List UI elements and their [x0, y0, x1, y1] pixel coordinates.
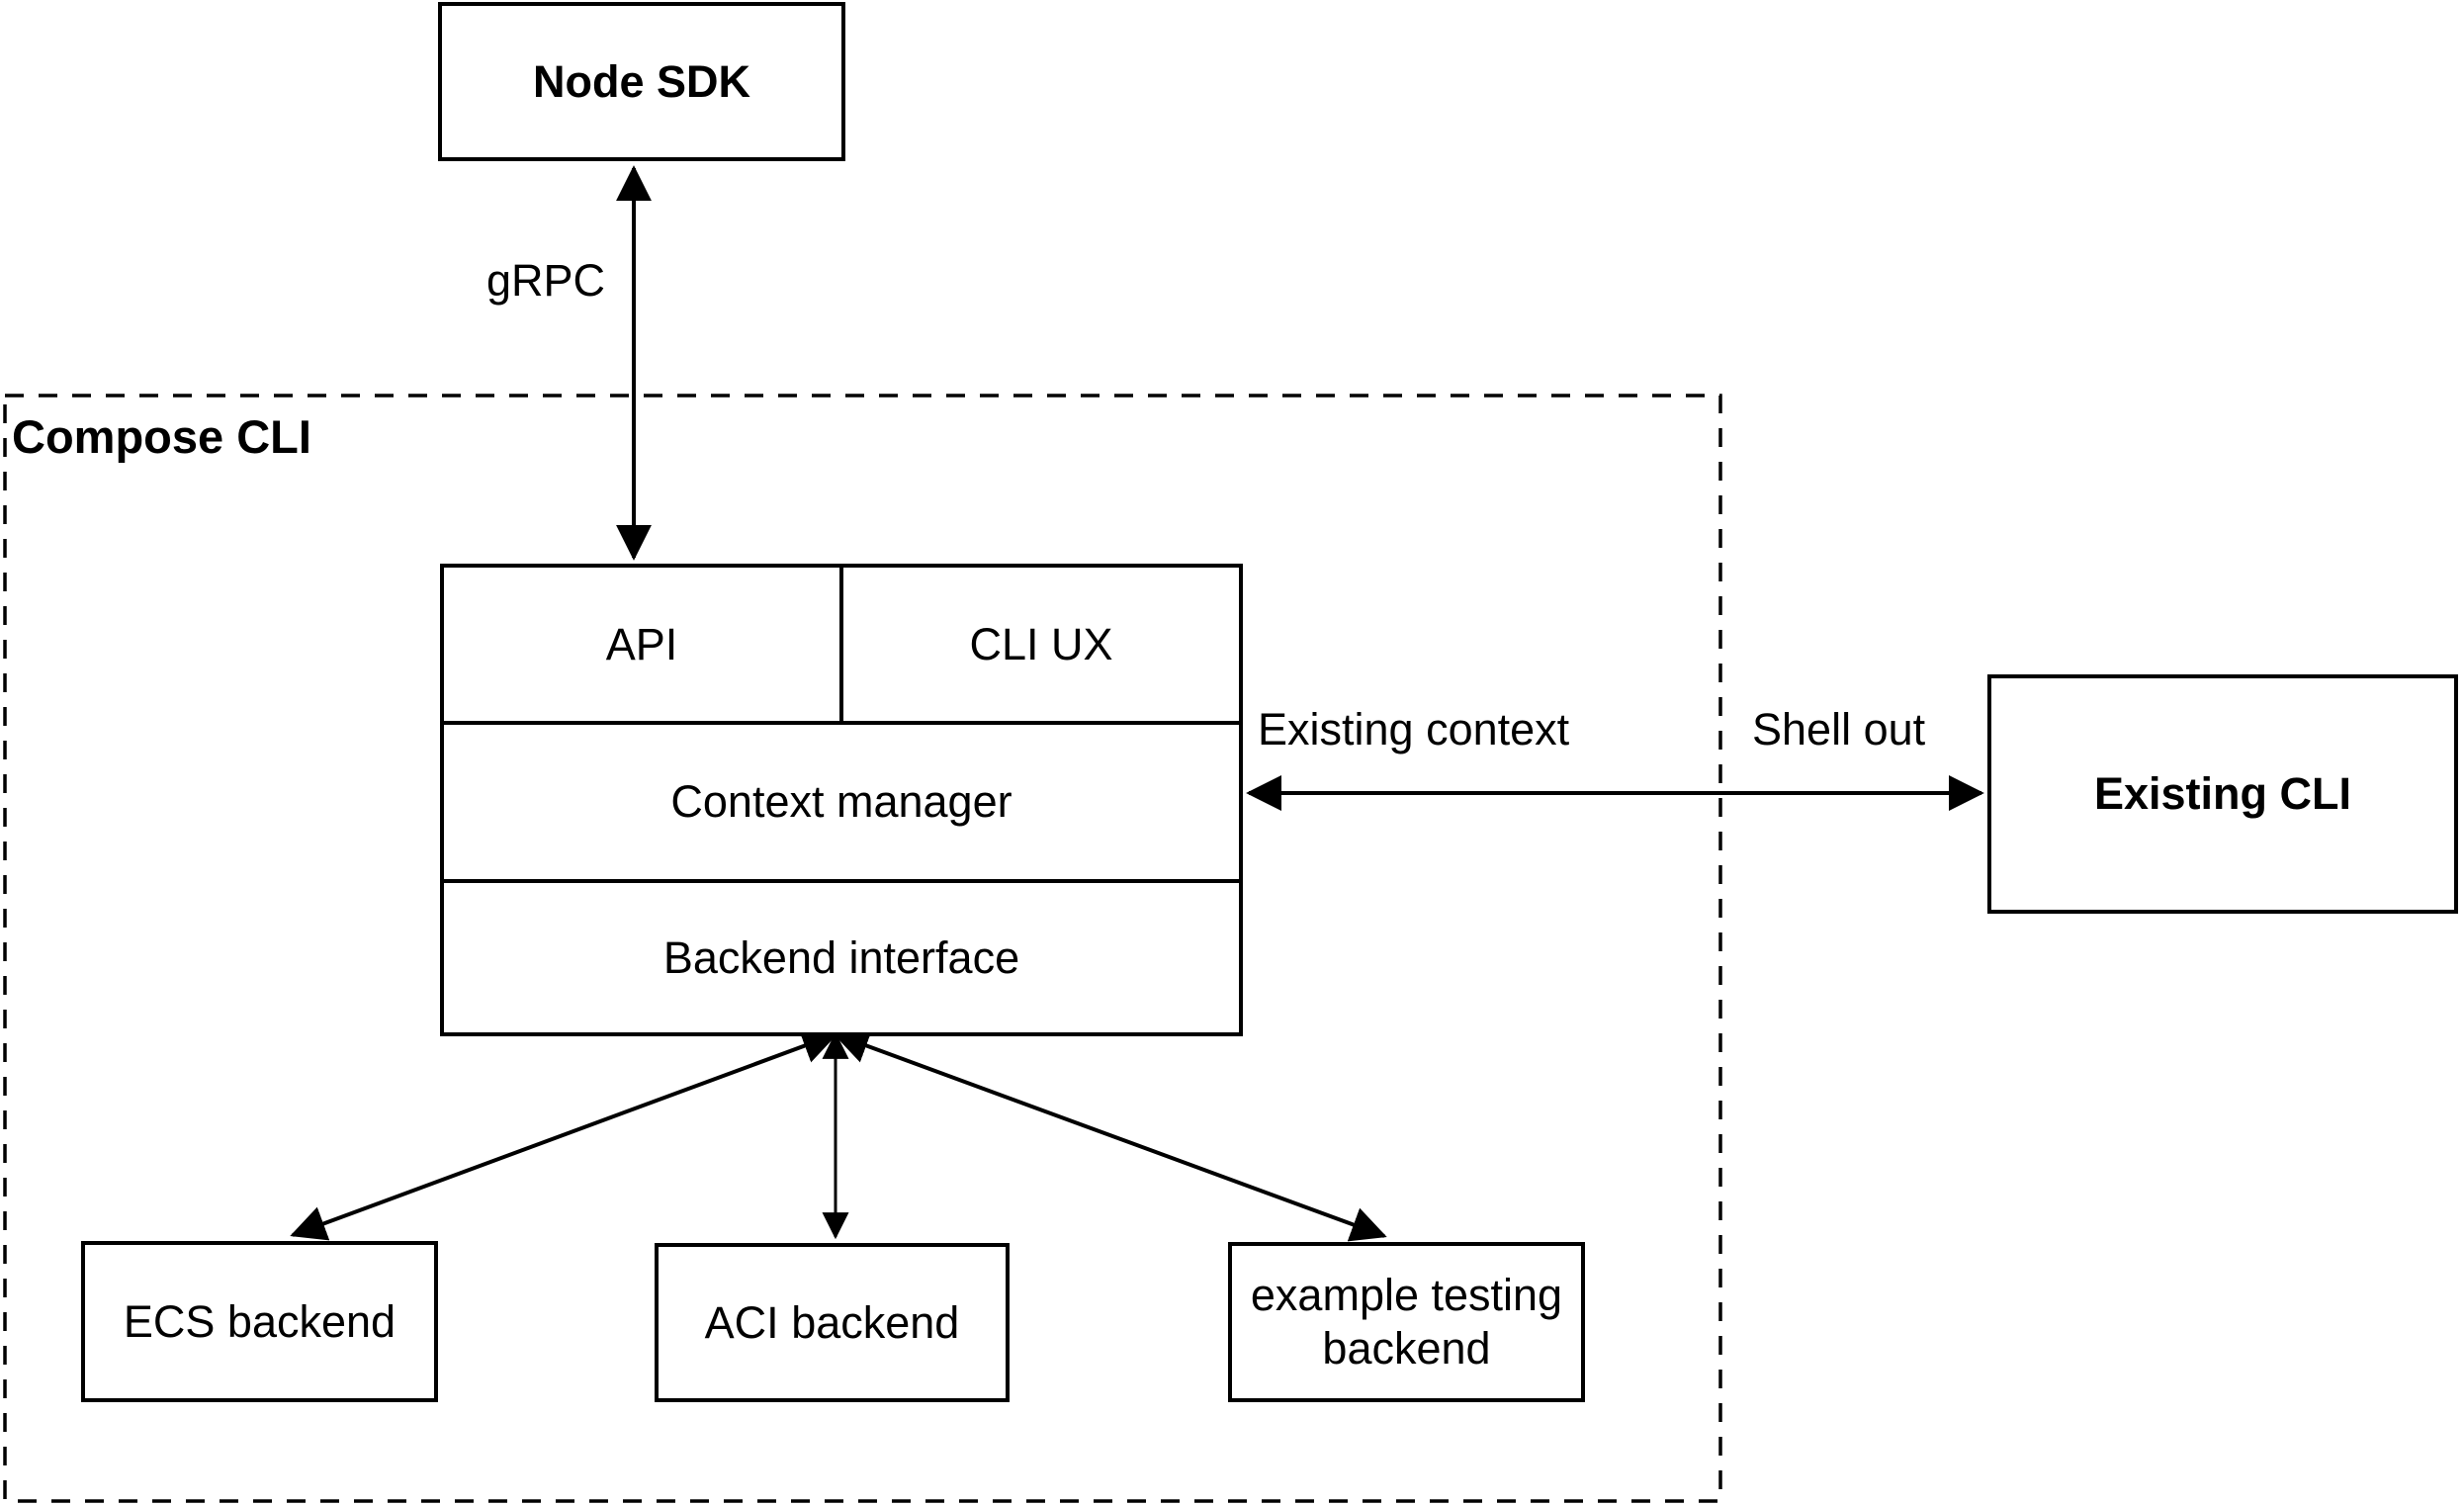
- existing-cli-box: Existing CLI: [1987, 674, 2458, 914]
- api-cell: API: [444, 568, 843, 721]
- aci-backend-label: ACI backend: [704, 1296, 960, 1348]
- aci-backend-box: ACI backend: [655, 1243, 1010, 1402]
- context-manager-label: Context manager: [670, 776, 1012, 827]
- backend-ecs-arrow: [290, 1028, 838, 1241]
- existing-context-label: Existing context: [1258, 704, 1570, 754]
- existing-cli-label: Existing CLI: [2093, 768, 2352, 819]
- stack-top-row: API CLI UX: [444, 568, 1239, 725]
- cli-ux-label: CLI UX: [969, 618, 1113, 669]
- node-sdk-box: Node SDK: [438, 2, 845, 161]
- backend-interface-label: Backend interface: [662, 931, 1020, 983]
- node-sdk-label: Node SDK: [532, 55, 750, 107]
- backend-interface-cell: Backend interface: [444, 883, 1239, 1032]
- example-testing-backend-label: example testing backend: [1250, 1270, 1563, 1374]
- backend-example-arrow: [833, 1028, 1387, 1242]
- context-manager-cell: Context manager: [444, 725, 1239, 883]
- example-testing-backend-box: example testing backend: [1228, 1242, 1585, 1402]
- compose-cli-container-label: Compose CLI: [12, 410, 311, 463]
- cli-ux-cell: CLI UX: [843, 568, 1239, 721]
- compose-stack-box: API CLI UX Context manager Backend inter…: [440, 564, 1243, 1036]
- ecs-backend-label: ECS backend: [123, 1295, 396, 1347]
- shell-out-label: Shell out: [1752, 704, 1926, 754]
- api-label: API: [605, 618, 678, 669]
- grpc-label: gRPC: [486, 255, 606, 306]
- ecs-backend-box: ECS backend: [81, 1241, 438, 1402]
- compose-cli-container-border: [3, 394, 1722, 1503]
